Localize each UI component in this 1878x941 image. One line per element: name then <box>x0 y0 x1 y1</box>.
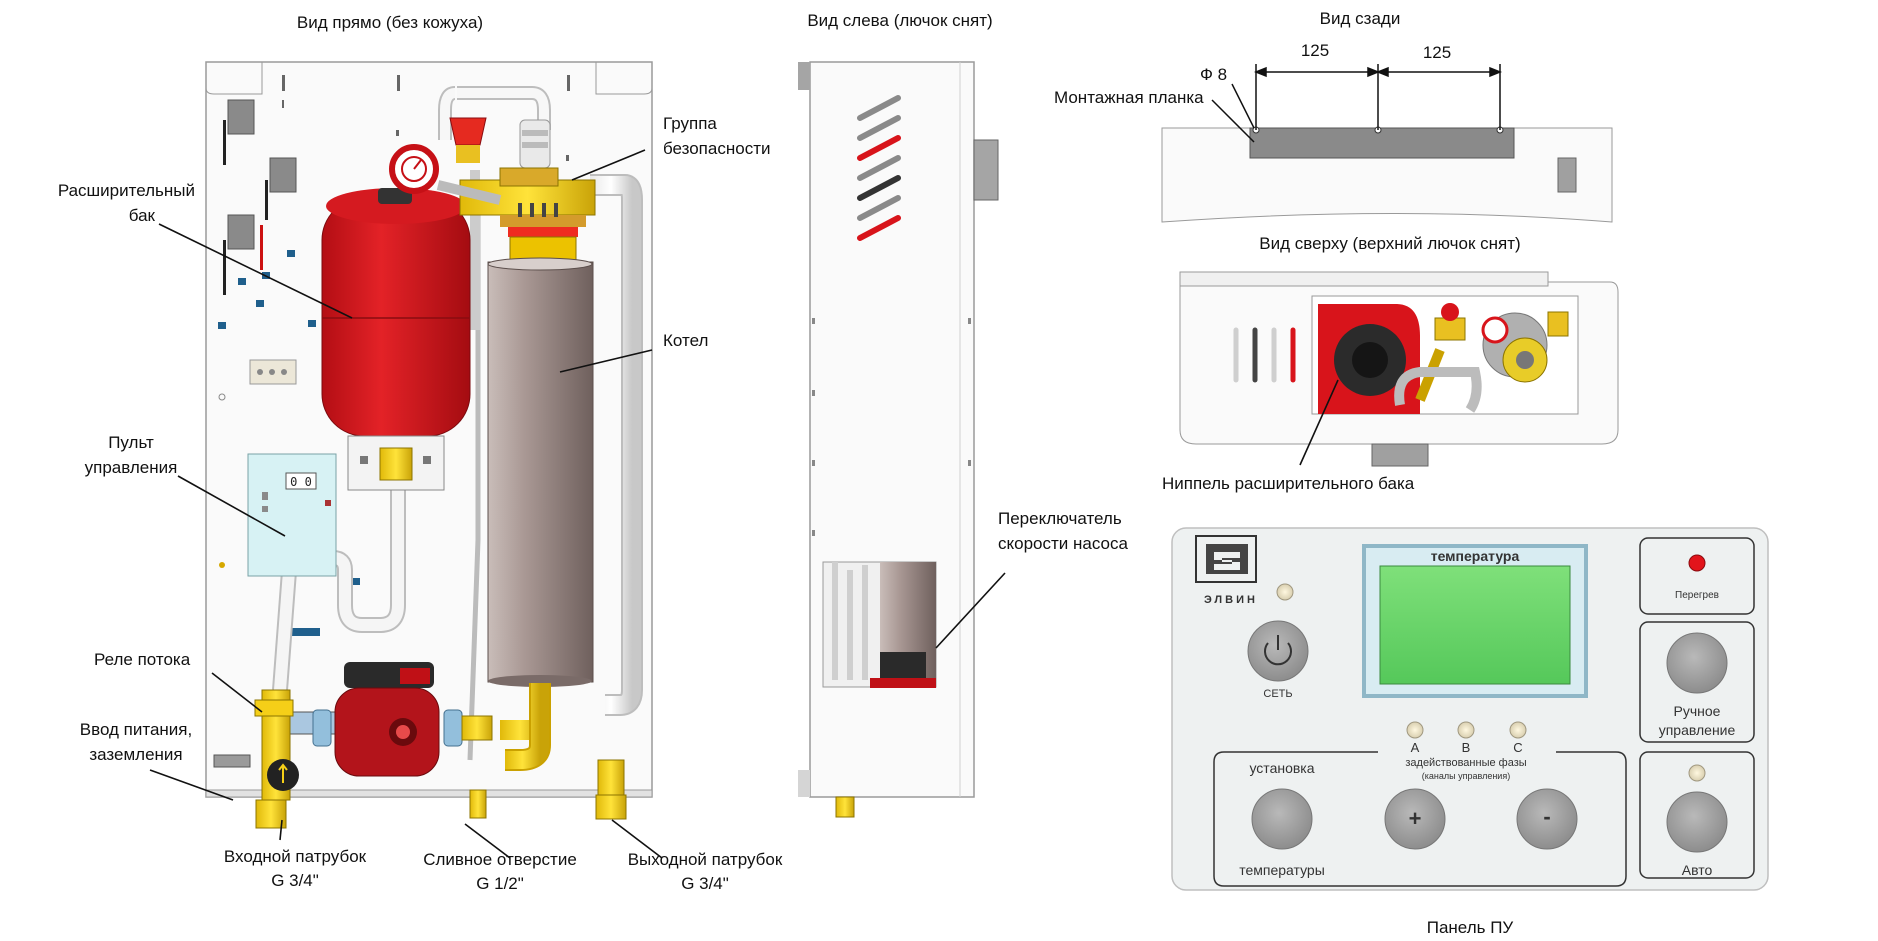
pump-assembly <box>213 662 493 829</box>
expansion-tank <box>321 188 471 491</box>
unit-display-readout: 0 0 <box>290 475 312 489</box>
power-button[interactable] <box>1247 620 1309 682</box>
display-label: температура <box>1430 548 1520 564</box>
phase-b-label: B <box>1461 740 1471 755</box>
label-inlet-2: G 3/4" <box>271 871 319 890</box>
phases-label: задействованные фазы <box>1405 757 1527 769</box>
manual-button[interactable] <box>1666 632 1728 694</box>
minus-button[interactable] <box>1516 788 1578 850</box>
label-control-unit-2: управления <box>84 458 178 477</box>
label-pump-switch-1: Переключатель <box>998 509 1122 528</box>
auto-led <box>1688 764 1706 782</box>
plus-label: + <box>1408 806 1422 831</box>
front-view-title: Вид прямо (без кожуха) <box>296 13 484 32</box>
auto-label: Авто <box>1681 862 1713 878</box>
control-unit: 0 0 <box>247 453 337 577</box>
manual-label-1: Ручное <box>1673 703 1721 719</box>
component-block-1 <box>227 99 255 135</box>
label-inlet-1: Входной патрубок <box>223 847 367 866</box>
label-safety-group-1: Группа <box>663 114 717 133</box>
auto-box <box>1639 751 1755 879</box>
label-power-input-1: Ввод питания, <box>79 720 193 739</box>
label-safety-group-2: безопасности <box>663 139 771 158</box>
power-icon <box>1264 642 1292 666</box>
rear-view <box>1161 64 1613 223</box>
top-view <box>1179 271 1619 467</box>
left-view <box>798 61 999 818</box>
component-block-3 <box>269 157 297 193</box>
set-label-top: установка <box>1249 760 1315 776</box>
overheat-led <box>1688 554 1706 572</box>
label-expansion-tank-1: Расширительный <box>57 181 195 200</box>
auto-button[interactable] <box>1666 791 1728 853</box>
brand-label: ЭЛВИН <box>1204 594 1258 606</box>
phase-a-led <box>1406 721 1424 739</box>
phase-b-led <box>1457 721 1475 739</box>
boiler-body <box>487 257 594 687</box>
label-outlet-1: Выходной патрубок <box>627 850 783 869</box>
label-drain-1: Сливное отверстие <box>423 850 577 869</box>
minus-label: - <box>1543 804 1551 829</box>
panel-title: Панель ПУ <box>1426 918 1514 937</box>
label-mounting-plate: Монтажная планка <box>1054 88 1204 107</box>
top-view-title: Вид сверху (верхний лючок снят) <box>1259 234 1521 253</box>
label-tank-nipple: Ниппель расширительного бака <box>1162 474 1415 493</box>
set-temperature-button[interactable] <box>1251 788 1313 850</box>
overheat-box <box>1639 537 1755 615</box>
component-block-2 <box>227 214 255 250</box>
phase-a-label: A <box>1410 740 1420 755</box>
label-expansion-tank-2: бак <box>128 206 155 225</box>
label-control-unit-1: Пульт <box>108 433 154 452</box>
manual-box <box>1639 621 1755 743</box>
label-boiler: Котел <box>663 331 709 350</box>
phase-c-led <box>1509 721 1527 739</box>
control-panel-face <box>1171 527 1769 891</box>
mounting-plate <box>1249 127 1515 159</box>
phase-c-label: C <box>1513 740 1523 755</box>
phases-sublabel: (каналы управления) <box>1421 771 1511 781</box>
leader-lines <box>149 149 1339 859</box>
power-label: СЕТЬ <box>1263 688 1293 700</box>
label-outlet-2: G 3/4" <box>681 874 729 893</box>
set-label-bottom: температуры <box>1239 862 1325 878</box>
label-drain-2: G 1/2" <box>476 874 524 893</box>
settings-group <box>1213 751 1627 887</box>
manual-label-2: управление <box>1658 722 1736 738</box>
overheat-label: Перегрев <box>1675 590 1719 601</box>
plus-button[interactable] <box>1384 788 1446 850</box>
left-view-title: Вид слева (лючок снят) <box>807 11 993 30</box>
label-power-input-2: заземления <box>89 745 183 764</box>
temperature-display <box>1379 565 1571 685</box>
front-view: 0 0 <box>205 61 653 829</box>
label-flow-relay: Реле потока <box>94 650 191 669</box>
label-dimension-1: 125 <box>1300 41 1330 60</box>
label-pump-switch-2: скорости насоса <box>998 534 1128 553</box>
label-dimension-2: 125 <box>1422 43 1452 62</box>
label-hole-diameter: Ф 8 <box>1200 65 1228 84</box>
safety-group <box>389 117 596 266</box>
rear-view-title: Вид сзади <box>1319 9 1401 28</box>
elvin-logo <box>1195 535 1257 583</box>
